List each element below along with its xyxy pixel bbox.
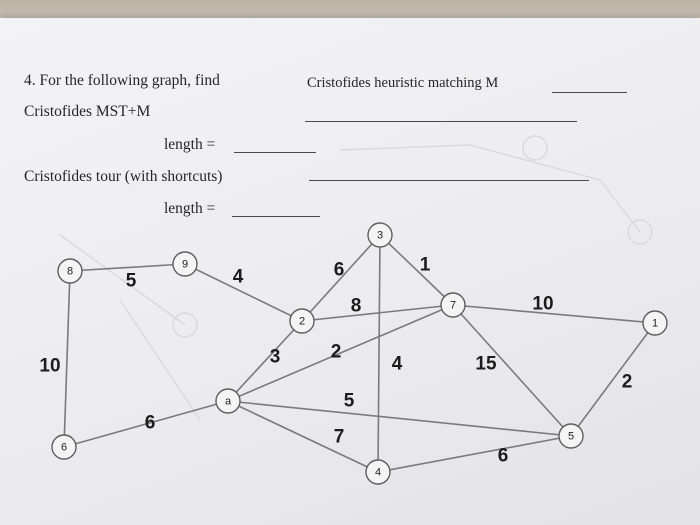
node-1: 1 [642, 310, 668, 336]
node-2: 2 [289, 308, 315, 334]
mst-length-label: length = [164, 136, 216, 153]
edge-2-a [227, 320, 303, 402]
edge-weight-8-9: 5 [126, 271, 137, 292]
node-7: 7 [440, 292, 466, 318]
edge-weight-3-2: 6 [334, 260, 345, 281]
node-circle [215, 388, 241, 414]
node-circle [558, 423, 584, 449]
edge-weight-3-4: 4 [392, 354, 403, 375]
edges-layer [63, 234, 656, 473]
node-circle [367, 222, 393, 248]
nodes-layer: 3 8 9 2 7 1 a 6 5 4 [51, 222, 668, 485]
edge-weight-a-4: 7 [334, 427, 345, 448]
edge-a-5 [227, 400, 572, 437]
edge-4-5 [377, 435, 572, 473]
edge-weight-3-7: 1 [420, 255, 431, 276]
node-label: 3 [377, 230, 383, 242]
edge-weight-a-6: 6 [145, 413, 156, 434]
edge-weight-7-1: 10 [532, 294, 553, 315]
edge-a-7 [227, 304, 454, 402]
edge-8-6 [63, 270, 71, 448]
tour-label: Cristofides tour (with shortcuts) [24, 168, 223, 185]
weights-layer: 5 10 4 6 1 4 8 3 2 10 15 2 5 7 6 6 [39, 255, 632, 467]
mst-label: Cristofides MST+M [24, 103, 151, 120]
node-circle [365, 459, 391, 485]
node-label: 5 [568, 431, 574, 443]
node-a: a [215, 388, 241, 414]
node-8: 8 [57, 258, 83, 284]
question-prompt: 4. For the following graph, find [24, 72, 220, 89]
node-label: 6 [61, 442, 67, 454]
edge-weight-a-5: 5 [344, 391, 355, 412]
edge-8-9 [69, 263, 186, 272]
edge-weight-4-5: 6 [498, 446, 509, 467]
node-circle [51, 434, 77, 460]
edge-a-4 [227, 400, 379, 473]
edge-2-7 [301, 304, 454, 322]
node-label: 9 [182, 259, 188, 271]
matching-label: Cristofides heuristic matching M [307, 75, 499, 91]
edge-weight-8-6: 10 [39, 356, 60, 377]
edge-weight-a-7: 2 [331, 342, 342, 363]
node-3: 3 [367, 222, 393, 248]
edge-1-5 [570, 322, 656, 437]
show-through-marks [59, 135, 653, 421]
node-circle [642, 310, 668, 336]
node-label: 2 [299, 316, 305, 328]
edge-7-1 [452, 304, 656, 324]
edge-9-2 [184, 263, 303, 322]
edge-weight-2-7: 8 [351, 296, 362, 317]
edge-weight-1-5: 2 [622, 372, 633, 393]
node-label: a [225, 396, 232, 408]
tour-length-label: length = [164, 200, 216, 217]
node-6: 6 [51, 434, 77, 460]
edge-3-2 [301, 234, 381, 322]
node-label: 4 [375, 467, 381, 479]
edge-weight-9-2: 4 [233, 267, 244, 288]
edge-3-4 [377, 234, 381, 473]
node-4: 4 [365, 459, 391, 485]
edge-a-6 [63, 400, 229, 448]
node-label: 8 [67, 266, 73, 278]
node-circle [172, 251, 198, 277]
node-label: 7 [450, 300, 456, 312]
node-circle [440, 292, 466, 318]
node-label: 1 [652, 318, 658, 330]
paper-sheet [0, 18, 700, 525]
tour-answer-blank [309, 180, 589, 181]
node-circle [57, 258, 83, 284]
edge-weight-7-5: 15 [475, 354, 497, 375]
edge-7-5 [452, 304, 572, 437]
edge-3-7 [379, 234, 454, 306]
edge-weight-2-a: 3 [270, 347, 281, 368]
node-5: 5 [558, 423, 584, 449]
mst-length-blank [234, 152, 316, 153]
node-9: 9 [172, 251, 198, 277]
matching-answer-blank-2 [305, 121, 577, 122]
matching-answer-blank [552, 92, 627, 93]
tour-length-blank [232, 216, 320, 217]
node-circle [289, 308, 315, 334]
